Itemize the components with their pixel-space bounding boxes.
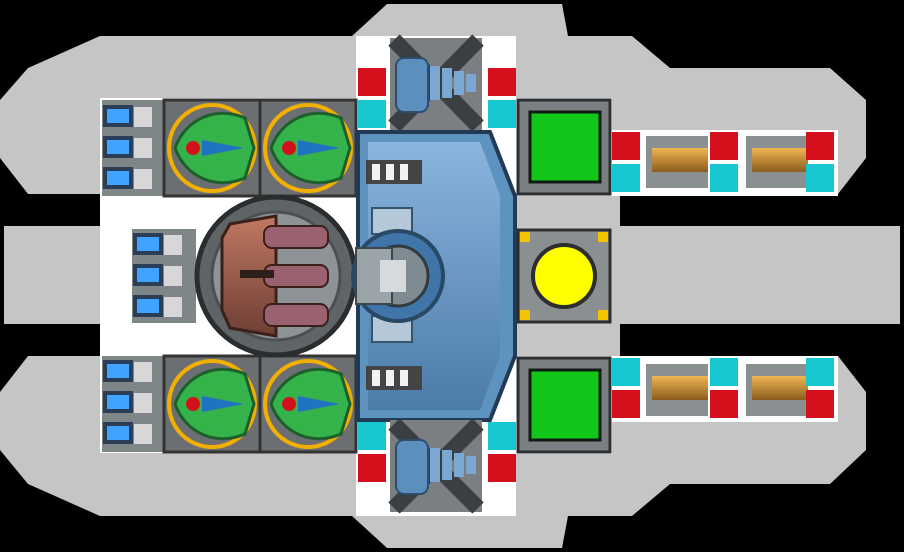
right-block-stack-top [612,132,834,192]
energy-orb[interactable] [516,228,612,324]
cannon-top-2[interactable] [746,136,808,188]
right-block-stack-bottom [612,358,834,418]
top-launcher[interactable] [388,34,484,132]
cannon-top-1[interactable] [646,136,708,188]
thruster-middle-left[interactable] [132,229,196,323]
turret-top-1[interactable] [162,98,262,198]
thruster-top-left[interactable] [102,100,164,196]
turret-bottom-1[interactable] [162,354,262,454]
thruster-bottom-left[interactable] [102,356,164,452]
heavy-cannon[interactable] [194,194,358,358]
turret-top-2[interactable] [258,98,358,198]
bottom-launcher[interactable] [388,418,484,514]
screen-top[interactable] [516,98,612,196]
screen-bottom[interactable] [516,356,612,454]
turret-bottom-2[interactable] [258,354,358,454]
top-left-block-stack [358,68,516,128]
cannon-bottom-1[interactable] [646,364,708,416]
core-reactor[interactable] [351,130,517,422]
cannon-bottom-2[interactable] [746,364,808,416]
bottom-left-block-stack [358,422,516,482]
